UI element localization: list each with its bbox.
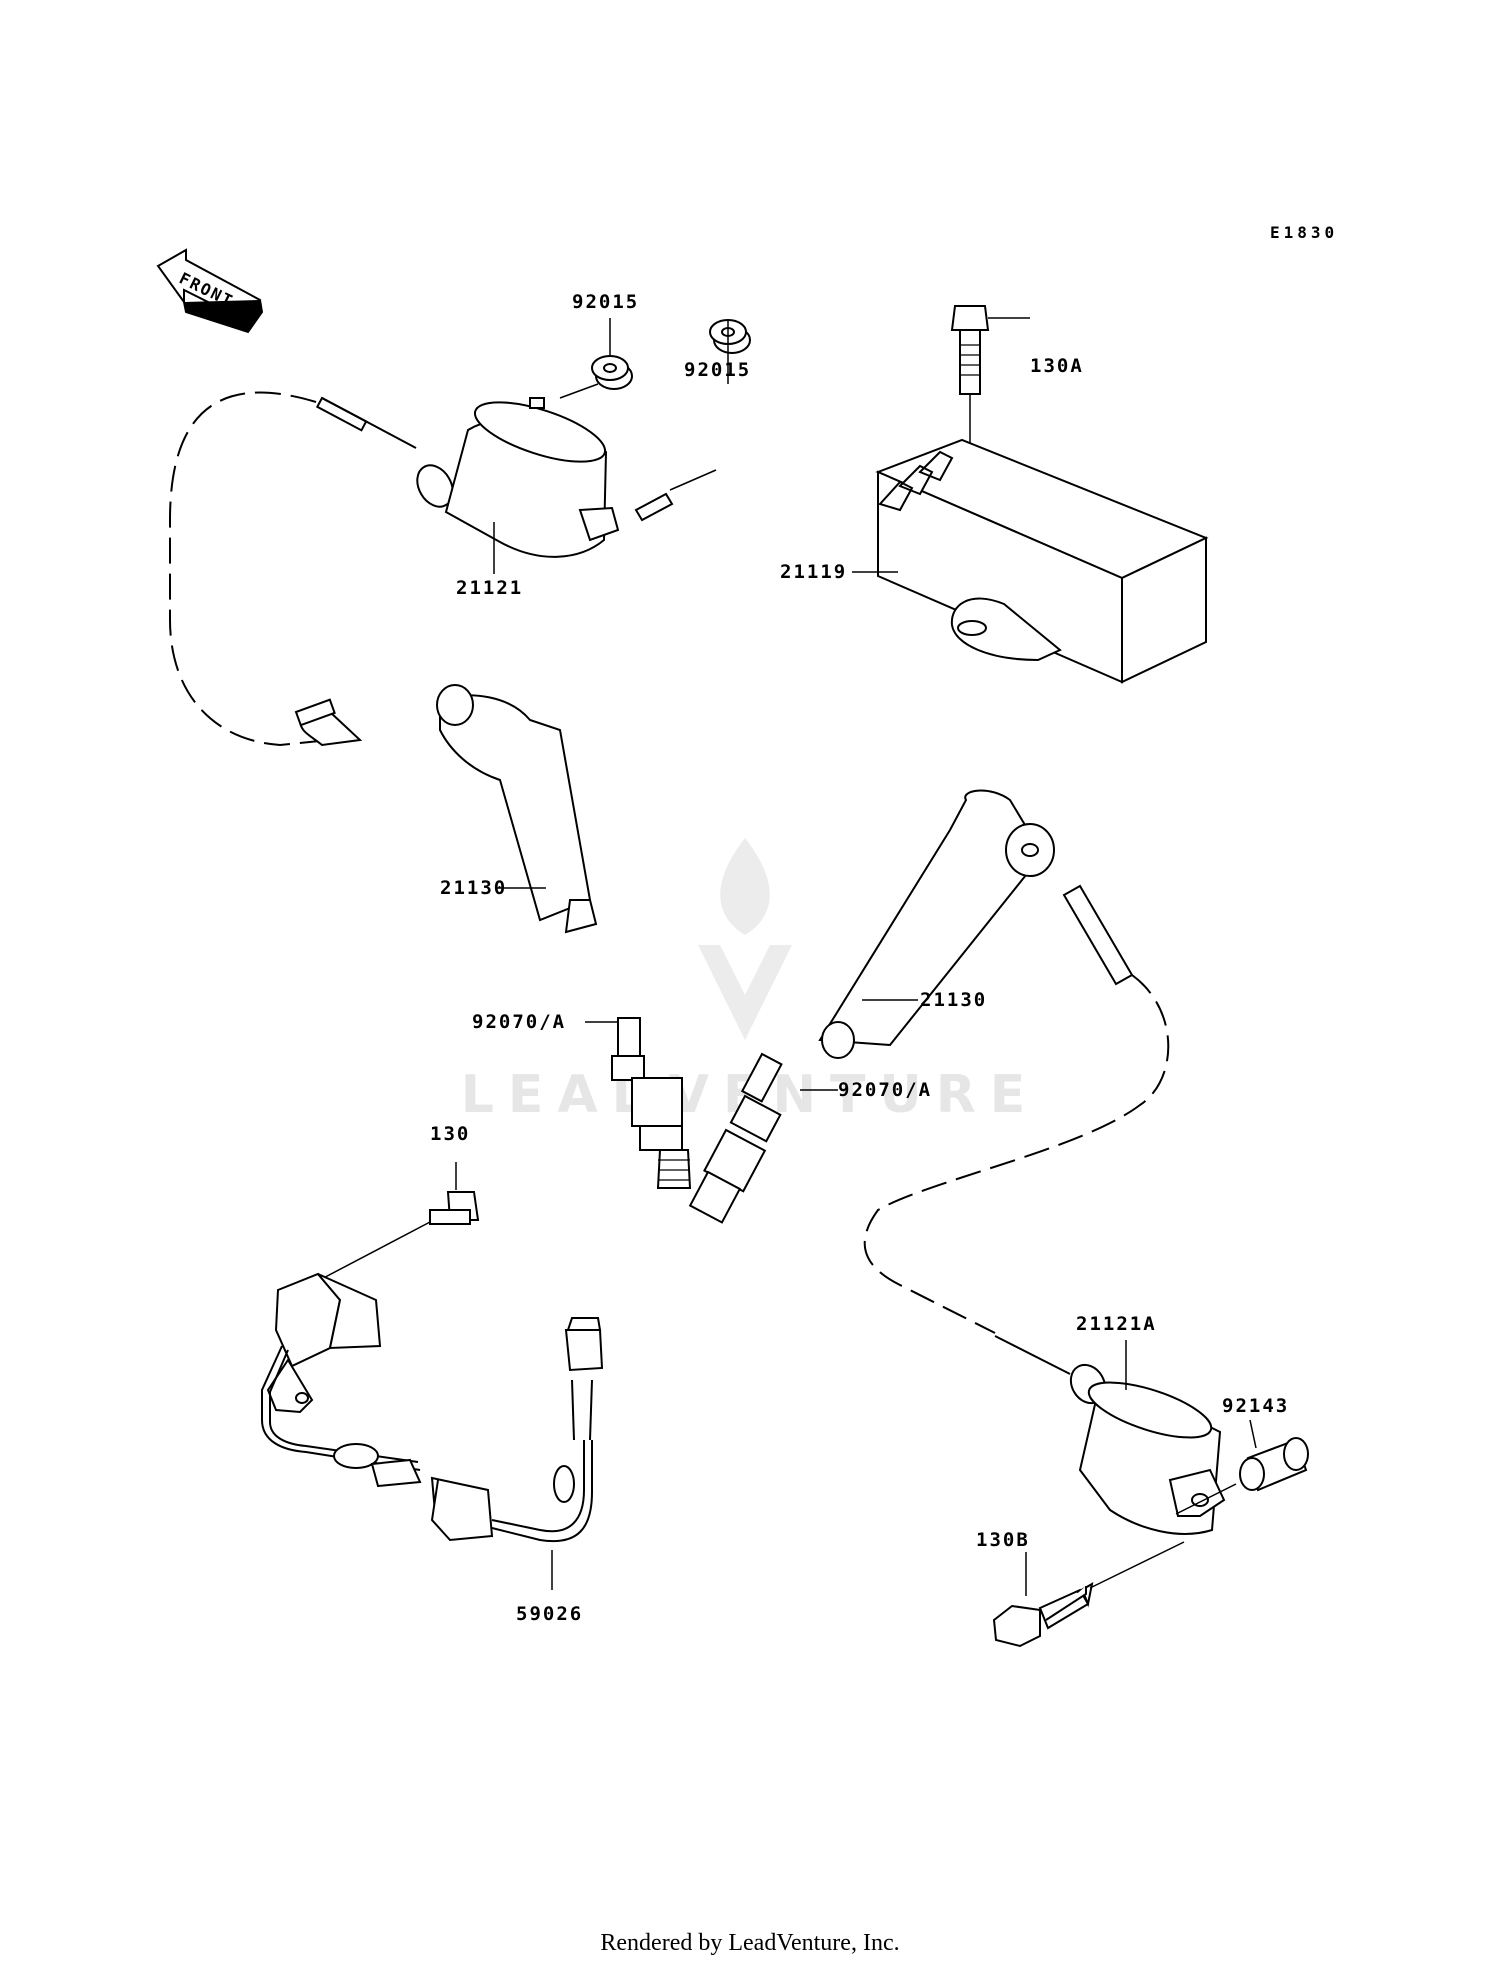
label-92070A-left: 92070/A [472,1011,566,1033]
label-21130-left: 21130 [440,877,507,899]
washer-92015-a [591,318,633,390]
reference-code: E1830 [1270,223,1338,242]
wire-loop-left [169,391,331,747]
spark-plug-92070A-left [585,1017,692,1189]
wire-loop-right [863,974,1170,1334]
label-130B: 130B [976,1529,1030,1551]
washer-92015-b [709,319,751,384]
bolt-130 [311,1162,480,1285]
front-arrow-icon: FRONT [156,248,264,334]
label-130A: 130A [1030,355,1084,377]
label-92143: 92143 [1222,1395,1289,1417]
label-92015-b: 92015 [684,359,751,381]
cdi-unit-21119 [852,438,1209,684]
bolt-130B [992,1541,1185,1648]
footer-credit: Rendered by LeadVenture, Inc. [600,1930,899,1956]
bolt-130A [950,305,1030,612]
label-21121: 21121 [456,577,523,599]
label-92015-a: 92015 [572,291,639,313]
ignition-coil-21121 [315,383,717,574]
label-21130-right: 21130 [920,989,987,1011]
ignition-coil-21121A [994,1335,1226,1535]
label-21121A: 21121A [1076,1313,1157,1335]
label-21119: 21119 [780,561,847,583]
label-130: 130 [430,1123,470,1145]
label-59026: 59026 [516,1603,583,1625]
collar-92143 [1175,1419,1309,1515]
plug-cap-21130-left [294,684,598,934]
spark-plug-92070A-right [688,1052,838,1224]
sensor-harness-59026 [261,1272,604,1590]
plug-cap-21130-right [818,789,1134,1059]
label-92070A-right: 92070/A [838,1079,932,1101]
